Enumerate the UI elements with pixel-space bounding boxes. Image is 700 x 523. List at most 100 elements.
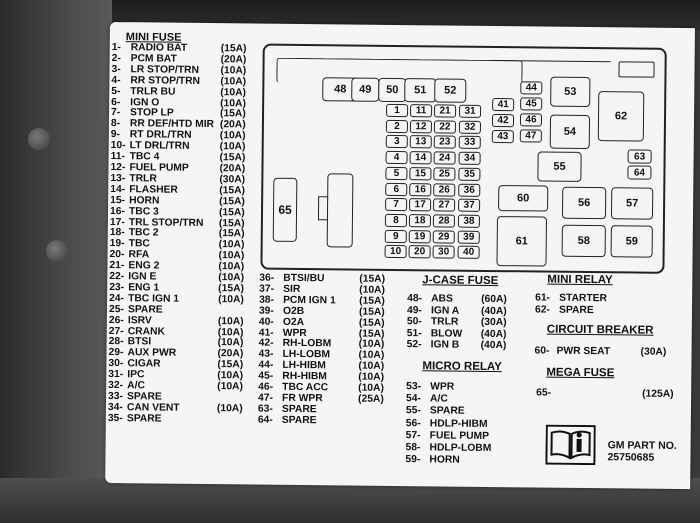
fuse-64: 64 — [627, 165, 652, 180]
fuse-41: 41 — [492, 98, 515, 112]
fuse-number: 53- — [406, 381, 422, 393]
fuse-43: 43 — [491, 130, 514, 144]
micro-relay-row: 53- WPR — [406, 381, 510, 394]
owner-manual-icon — [545, 424, 596, 466]
fuse-name: HDLP-HIBM — [429, 417, 488, 430]
fuse-38: 38 — [457, 214, 481, 228]
fuse-20: 20 — [408, 245, 431, 259]
fuse-12: 12 — [409, 119, 432, 134]
fuse-21: 21 — [434, 104, 457, 118]
micro-relay-row: 59-HORN — [405, 454, 509, 467]
fuse-65: 65 — [272, 177, 298, 242]
micro-relay-row: 56- HDLP-HIBM — [406, 418, 510, 431]
fuse-number: 35- — [107, 412, 123, 424]
fuse-name: HDLP-LOBM — [429, 442, 492, 455]
fuse-name: ABS — [431, 293, 453, 305]
jcase-row: 51- BLOW (40A) — [407, 328, 507, 341]
bus-tab — [618, 61, 655, 78]
fuse-47: 47 — [519, 129, 542, 143]
fuse-17: 17 — [409, 198, 432, 212]
fuse-9: 9 — [384, 229, 407, 243]
fuse-32: 32 — [458, 120, 481, 134]
fuse-50: 50 — [378, 77, 407, 103]
mega-fuse-holder — [326, 173, 354, 248]
mega-fuse-header: MEGA FUSE — [546, 366, 615, 380]
fuse-39: 39 — [457, 230, 480, 244]
fuse-15: 15 — [409, 166, 432, 181]
fuse-22: 22 — [433, 120, 456, 134]
micro-relay-row: 55-SPARE — [406, 406, 510, 419]
fuse-name: SPARE — [558, 304, 594, 317]
fuse-10: 10 — [384, 245, 407, 259]
fuse-61: 61 — [496, 216, 547, 267]
fuse-42: 42 — [491, 114, 515, 128]
fuse-29: 29 — [432, 229, 455, 244]
micro-relay-row: 58-HDLP-LOBM — [405, 442, 509, 455]
jcase-row: 49-IGN A(40A) — [407, 305, 507, 318]
fuse-4: 4 — [385, 150, 408, 165]
fuse-31: 31 — [459, 104, 482, 118]
fuse-name: SPARE — [126, 413, 162, 425]
jcase-header: J-CASE FUSE — [422, 274, 499, 288]
fuse-35: 35 — [458, 167, 481, 181]
mini-relay-row: 62-SPARE — [535, 304, 639, 317]
fuse-1: 1 — [386, 103, 409, 118]
fuse-56: 56 — [561, 186, 607, 220]
fuse-23: 23 — [433, 135, 456, 150]
fuse-amps: (40A) — [480, 305, 507, 317]
fuse-14: 14 — [409, 151, 432, 165]
fuse-30: 30 — [432, 245, 455, 259]
fuse-16: 16 — [409, 182, 432, 196]
jcase-list: 48-ABS(60A)49-IGN A(40A)50-TRLR(30A)51-B… — [407, 293, 507, 352]
fuse-number: 57- — [405, 429, 421, 442]
circuit-breaker-header: CIRCUIT BREAKER — [546, 323, 654, 337]
fuse-52: 52 — [434, 78, 467, 103]
fuse-54: 54 — [549, 114, 591, 150]
fuse-62: 62 — [597, 91, 645, 142]
fuse-3: 3 — [385, 135, 408, 149]
mini-relay-row: 61-STARTER — [535, 292, 639, 305]
fuse-36: 36 — [458, 183, 481, 197]
fuse-37: 37 — [458, 198, 481, 213]
fuse-19: 19 — [408, 229, 431, 243]
fuse-45: 45 — [520, 97, 543, 111]
fuse-number: 52- — [406, 339, 422, 351]
fuse-name: WPR — [430, 381, 455, 393]
panel-bolt — [28, 128, 50, 150]
fuse-number: 56- — [405, 417, 421, 429]
jcase-row: 50-TRLR(30A) — [407, 316, 507, 329]
fuse-number: 49- — [406, 304, 422, 316]
fuse-34: 34 — [458, 151, 481, 165]
fuse-name: STARTER — [559, 292, 608, 305]
fuse-11: 11 — [410, 104, 433, 118]
mid-fuse-list: 36-BTSI/BU(15A)37-SIR(10A)38-PCM IGN 1(1… — [257, 273, 385, 428]
jcase-row: 52-IGN B(40A) — [407, 339, 507, 352]
gm-part-number: GM PART NO. 25750685 — [607, 439, 677, 464]
fuse-amps: (25A) — [358, 393, 384, 405]
fuse-amps: (60A) — [481, 293, 507, 306]
micro-relay-header: MICRO RELAY — [422, 360, 502, 374]
fuse-26: 26 — [433, 182, 456, 197]
fuse-13: 13 — [409, 135, 432, 149]
fuse-number: 55- — [405, 405, 421, 417]
fuse-amps: (40A) — [480, 328, 507, 340]
fuse-name: TRLR — [430, 316, 459, 328]
fuse-name: FUEL PUMP — [429, 430, 490, 442]
left-fuse-row: 35-SPARE — [107, 412, 243, 426]
fuse-46: 46 — [519, 113, 543, 127]
fuse-7: 7 — [385, 198, 408, 212]
fuse-5: 5 — [385, 166, 408, 180]
fuse-number: 64- — [257, 414, 273, 426]
fuse-number: 51- — [406, 327, 422, 340]
fuse-27: 27 — [433, 198, 456, 212]
fuse-18: 18 — [408, 214, 432, 228]
circuit-breaker-row: 60-PWR SEAT(30A) — [534, 345, 667, 358]
fuse-name: A/C — [430, 393, 448, 405]
fuse-name: BLOW — [430, 328, 463, 340]
mega-fuse-row: 65-(125A) — [536, 387, 674, 400]
fuse-name: SPARE — [281, 414, 317, 426]
fuse-25: 25 — [433, 167, 456, 181]
fuse-57: 57 — [610, 187, 654, 220]
